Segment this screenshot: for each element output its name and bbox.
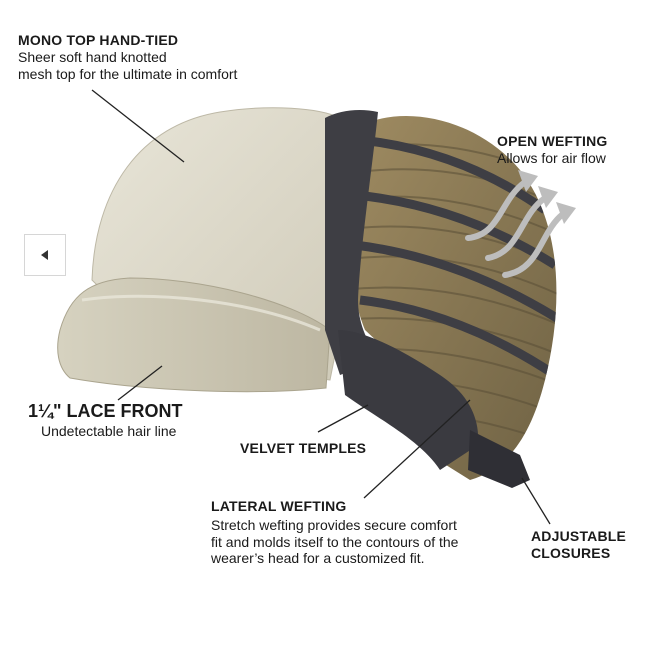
- velvet-temple-tab: [338, 330, 479, 470]
- velvet-temples-title: VELVET TEMPLES: [240, 440, 367, 456]
- mono-top-title: MONO TOP HAND-TIED: [18, 32, 179, 48]
- adjustable-closure-strap: [468, 430, 530, 488]
- mono-top-desc-1: Sheer soft hand knotted: [18, 48, 167, 65]
- leader-adjustable-closures: [521, 477, 551, 525]
- annotation-lace-front: 1¼" LACE FRONT Undetectable hair line: [28, 401, 183, 439]
- annotation-velvet-temples: VELVET TEMPLES: [240, 440, 366, 457]
- leader-mono-top: [91, 89, 185, 163]
- lateral-wefting-title: LATERAL WEFTING: [211, 498, 347, 514]
- annotation-lateral-wefting: LATERAL WEFTING Stretch wefting provides…: [211, 498, 458, 567]
- leader-lace-front: [117, 365, 163, 401]
- lace-front-desc: Undetectable hair line: [41, 422, 177, 439]
- lace-front-title: 1¼" LACE FRONT: [28, 401, 183, 421]
- prev-slide-button[interactable]: [24, 234, 66, 276]
- lateral-wefting-desc-1: Stretch wefting provides secure comfort: [211, 516, 457, 533]
- adjustable-closures-title-2: CLOSURES: [531, 544, 611, 561]
- airflow-arrows: [465, 179, 566, 278]
- adjustable-closures-title-1: ADJUSTABLE: [531, 528, 627, 544]
- velvet-band: [325, 110, 380, 375]
- annotation-open-wefting: OPEN WEFTING Allows for air flow: [497, 133, 608, 167]
- lateral-wefting-desc-3: wearer’s head for a customized fit.: [211, 550, 425, 567]
- leader-velvet-temples: [317, 404, 369, 433]
- leader-lateral-wefting: [363, 399, 471, 499]
- open-wefting-desc: Allows for air flow: [497, 149, 606, 166]
- mono-top-desc-2: mesh top for the ultimate in comfort: [18, 65, 238, 82]
- chevron-left-icon: [41, 250, 48, 260]
- annotation-adjustable-closures: ADJUSTABLE CLOSURES: [531, 528, 626, 562]
- lateral-wefting-desc-2: fit and molds itself to the contours of …: [211, 533, 459, 550]
- open-wefting-title: OPEN WEFTING: [497, 133, 608, 149]
- annotation-mono-top: MONO TOP HAND-TIED Sheer soft hand knott…: [18, 32, 237, 82]
